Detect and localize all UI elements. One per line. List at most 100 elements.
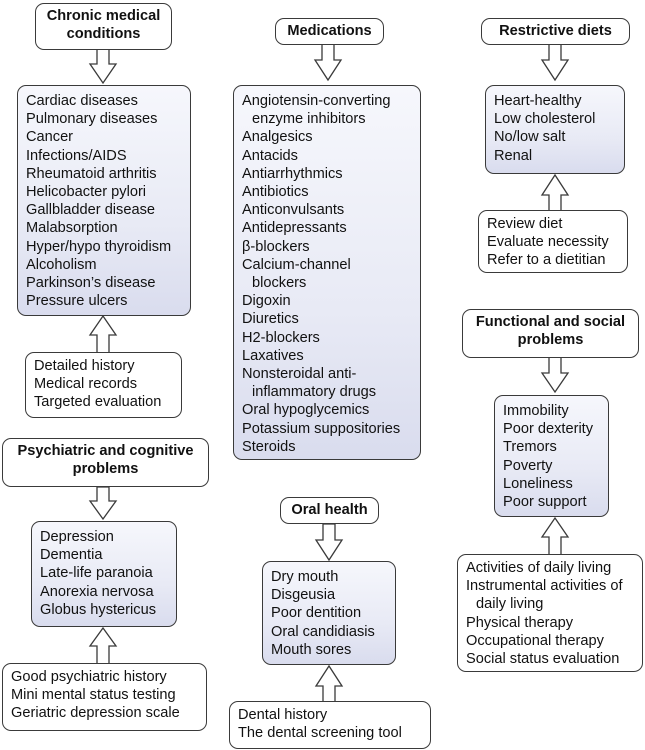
- list-item: Helicobacter pylori: [26, 184, 147, 201]
- list-item: Anorexia nervosa: [40, 583, 154, 600]
- arrow-down-icon: [88, 486, 118, 521]
- list-item: Anticonvulsants: [242, 202, 345, 219]
- list-item: Dementia: [40, 547, 103, 564]
- chronic-conditions-header: Chronic medical conditions: [35, 3, 172, 50]
- header-line: Oral health: [291, 502, 368, 518]
- oral-health-list: Dry mouth Disgeusia Poor dentition Oral …: [262, 561, 396, 665]
- list-item: Malabsorption: [26, 220, 118, 237]
- functional-social-methods: Activities of daily living Instrumental …: [457, 554, 643, 672]
- list-item: H2-blockers: [242, 329, 320, 346]
- list-item: Steroids: [242, 438, 296, 455]
- list-item: Tremors: [503, 439, 557, 456]
- list-item: Analgesics: [242, 129, 313, 146]
- list-item: Oral hypoglycemics: [242, 402, 370, 419]
- list-item: enzyme inhibitors: [252, 111, 366, 128]
- list-item: Dry mouth: [271, 569, 339, 585]
- list-item: Disgeusia: [271, 587, 336, 604]
- list-item: Antibiotics: [242, 184, 309, 201]
- list-item: Gallbladder disease: [26, 202, 155, 219]
- list-item: Angiotensin-converting: [242, 93, 391, 109]
- psychiatric-methods: Good psychiatric history Mini mental sta…: [2, 663, 207, 731]
- arrow-down-icon: [540, 43, 570, 82]
- method-item: Physical therapy: [466, 614, 574, 631]
- method-item: Mini mental status testing: [11, 687, 176, 704]
- header-line: problems: [72, 461, 139, 477]
- method-item: Evaluate necessity: [487, 234, 609, 251]
- chronic-conditions-methods: Detailed history Medical records Targete…: [25, 352, 182, 418]
- list-item: Cardiac diseases: [26, 93, 138, 109]
- list-item: Antidepressants: [242, 220, 347, 237]
- arrow-up-icon: [88, 314, 118, 354]
- method-item: Activities of daily living: [466, 560, 612, 576]
- header-line: Chronic medical: [46, 8, 161, 24]
- list-item: Antiarrhythmics: [242, 165, 343, 182]
- arrow-up-icon: [314, 664, 344, 704]
- restrictive-diets-header: Restrictive diets: [481, 18, 630, 45]
- header-line: Restrictive diets: [499, 23, 612, 39]
- list-item: Infections/AIDS: [26, 147, 127, 164]
- list-item: Heart-healthy: [494, 93, 582, 109]
- arrow-down-icon: [540, 356, 570, 394]
- arrow-down-icon: [88, 48, 118, 85]
- list-item: Mouth sores: [271, 641, 352, 658]
- method-item: Targeted evaluation: [34, 394, 162, 411]
- list-item: Globus hystericus: [40, 601, 156, 618]
- method-item: Geriatric depression scale: [11, 705, 180, 722]
- list-item: Antacids: [242, 147, 298, 164]
- method-item: Detailed history: [34, 358, 135, 374]
- list-item: β-blockers: [242, 238, 310, 255]
- list-item: Pulmonary diseases: [26, 111, 158, 128]
- list-item: Loneliness: [503, 475, 573, 492]
- header-line: Medications: [287, 23, 372, 39]
- restrictive-diets-list: Heart-healthy Low cholesterol No/low sal…: [485, 85, 625, 174]
- list-item: Cancer: [26, 129, 74, 146]
- list-item: Parkinson’s disease: [26, 275, 156, 292]
- list-item: Alcoholism: [26, 256, 97, 273]
- list-item: Late-life paranoia: [40, 565, 153, 582]
- list-item: Immobility: [503, 403, 569, 419]
- medications-header: Medications: [275, 18, 384, 45]
- arrow-down-icon: [314, 523, 344, 562]
- list-item: Poor dexterity: [503, 421, 594, 438]
- medications-list: Angiotensin-converting enzyme inhibitors…: [233, 85, 421, 460]
- header-line: problems: [517, 332, 584, 348]
- list-item: Poor support: [503, 494, 587, 511]
- list-item: Laxatives: [242, 347, 304, 364]
- method-item: Occupational therapy: [466, 632, 604, 649]
- list-item: Diuretics: [242, 311, 299, 328]
- method-item: Review diet: [487, 216, 563, 232]
- method-item: Good psychiatric history: [11, 669, 167, 685]
- list-item: No/low salt: [494, 129, 566, 146]
- arrow-up-icon: [540, 516, 570, 556]
- header-line: Psychiatric and cognitive: [17, 443, 194, 459]
- psychiatric-header: Psychiatric and cognitive problems: [2, 438, 209, 487]
- list-item: Digoxin: [242, 293, 291, 310]
- header-line: Functional and social: [475, 314, 626, 330]
- header-line: conditions: [66, 26, 141, 42]
- list-item: Poverty: [503, 457, 553, 474]
- psychiatric-list: Depression Dementia Late-life paranoia A…: [31, 521, 177, 627]
- list-item: Hyper/hypo thyroidism: [26, 238, 172, 255]
- functional-social-header: Functional and social problems: [462, 309, 639, 358]
- list-item: Rheumatoid arthritis: [26, 165, 157, 182]
- list-item: Renal: [494, 147, 533, 164]
- oral-health-header: Oral health: [280, 497, 379, 524]
- list-item: Oral candidiasis: [271, 623, 375, 640]
- list-item: Depression: [40, 529, 114, 545]
- list-item: Potassium suppositories: [242, 420, 401, 437]
- list-item: blockers: [252, 275, 307, 292]
- chronic-conditions-list: Cardiac diseases Pulmonary diseases Canc…: [17, 85, 191, 316]
- method-item: Medical records: [34, 376, 138, 393]
- list-item: Pressure ulcers: [26, 293, 128, 310]
- list-item: Calcium-channel: [242, 256, 351, 273]
- list-item: Nonsteroidal anti-: [242, 366, 357, 383]
- method-item: The dental screening tool: [238, 725, 402, 742]
- list-item: Poor dentition: [271, 605, 362, 622]
- list-item: inflammatory drugs: [252, 384, 377, 401]
- arrow-up-icon: [540, 173, 570, 212]
- method-item: Instrumental activities of: [466, 578, 623, 595]
- method-item: daily living: [476, 596, 544, 613]
- arrow-up-icon: [88, 626, 118, 665]
- oral-health-methods: Dental history The dental screening tool: [229, 701, 431, 749]
- list-item: Low cholesterol: [494, 111, 596, 128]
